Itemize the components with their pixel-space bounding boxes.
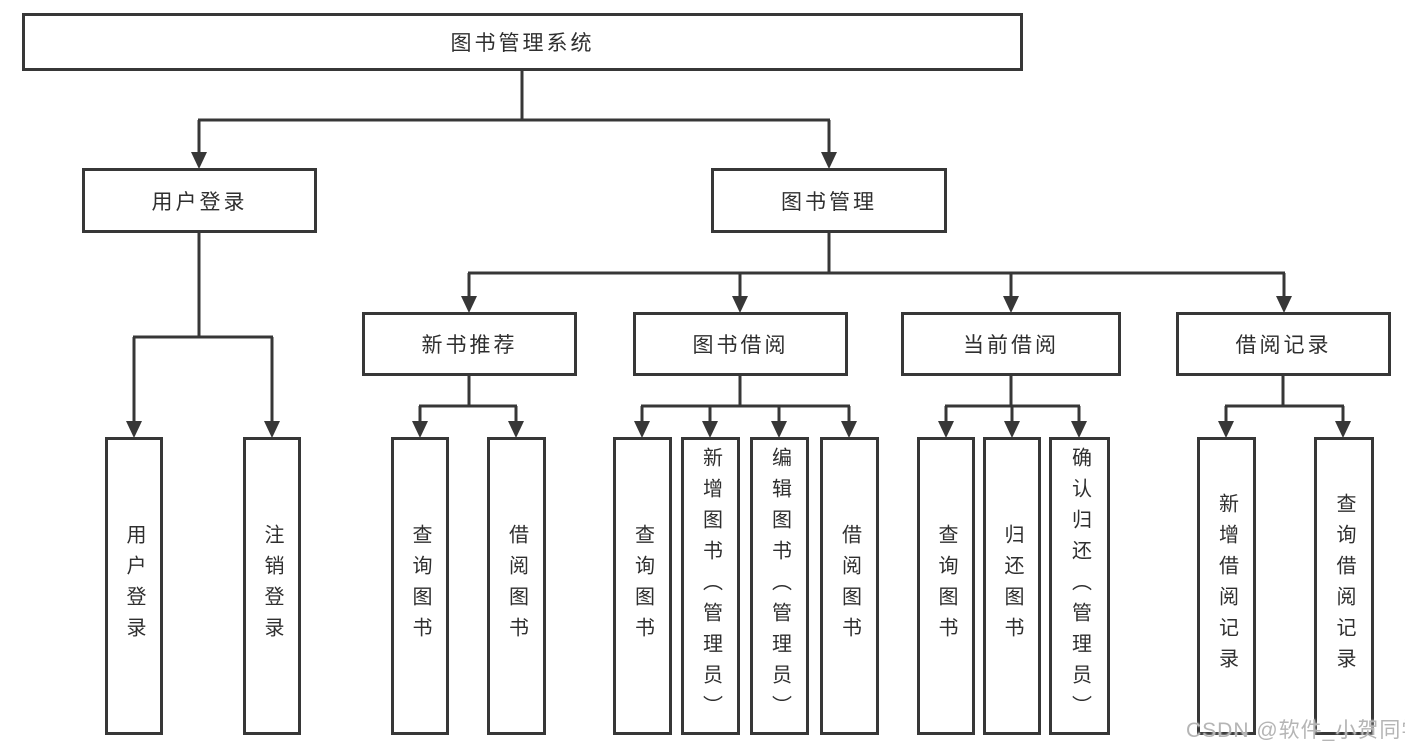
leaf-user-login-label: 用户登录 (123, 524, 145, 648)
leaf-borrow-books-recommend-label: 借阅图书 (505, 524, 528, 648)
node-new-book-recommendation: 新书推荐 (362, 312, 577, 376)
node-user-login: 用户登录 (82, 168, 317, 233)
leaf-return-books: 归还图书 (983, 437, 1041, 735)
node-book-borrowing: 图书借阅 (633, 312, 848, 376)
leaf-add-borrow-record: 新增借阅记录 (1197, 437, 1256, 735)
leaf-logout: 注销登录 (243, 437, 301, 735)
leaf-query-borrow-record: 查询借阅记录 (1314, 437, 1374, 735)
node-borrowing-records-label: 借阅记录 (1235, 334, 1332, 357)
leaf-add-books-admin: 新增图书（管理员） (681, 437, 740, 735)
leaf-borrow-books-borrowing: 借阅图书 (820, 437, 879, 735)
node-root-label: 图书管理系统 (450, 32, 595, 55)
node-book-borrowing-label: 图书借阅 (692, 334, 789, 357)
leaf-add-borrow-record-label: 新增借阅记录 (1215, 493, 1238, 679)
leaf-confirm-return-admin: 确认归还（管理员） (1049, 437, 1110, 735)
watermark: CSDN @软件_小贺同学 (1186, 719, 1405, 742)
leaf-borrow-books-borrowing-label: 借阅图书 (838, 524, 861, 648)
node-current-borrowing-label: 当前借阅 (963, 334, 1059, 357)
leaf-confirm-return-admin-label: 确认归还（管理员） (1068, 446, 1091, 726)
leaf-edit-books-admin-label: 编辑图书（管理员） (768, 446, 791, 726)
node-book-management: 图书管理 (711, 168, 947, 233)
node-book-management-label: 图书管理 (781, 190, 877, 214)
leaf-edit-books-admin: 编辑图书（管理员） (750, 437, 809, 735)
node-user-login-label: 用户登录 (151, 190, 248, 214)
leaf-borrow-books-recommend: 借阅图书 (487, 437, 546, 735)
leaf-query-borrow-record-label: 查询借阅记录 (1333, 493, 1355, 679)
node-borrowing-records: 借阅记录 (1176, 312, 1391, 376)
leaf-query-books-borrowing: 查询图书 (613, 437, 672, 735)
leaf-logout-label: 注销登录 (261, 524, 283, 648)
node-current-borrowing: 当前借阅 (901, 312, 1121, 376)
leaf-query-books-recommend-label: 查询图书 (409, 524, 431, 648)
leaf-query-books-current-label: 查询图书 (935, 524, 957, 648)
leaf-query-books-current: 查询图书 (917, 437, 975, 735)
leaf-user-login: 用户登录 (105, 437, 163, 735)
leaf-add-books-admin-label: 新增图书（管理员） (699, 446, 722, 726)
node-new-book-recommendation-label: 新书推荐 (421, 334, 518, 357)
leaf-return-books-label: 归还图书 (1001, 524, 1023, 648)
leaf-query-books-borrowing-label: 查询图书 (631, 524, 654, 648)
leaf-query-books-recommend: 查询图书 (391, 437, 449, 735)
node-root: 图书管理系统 (22, 13, 1023, 71)
